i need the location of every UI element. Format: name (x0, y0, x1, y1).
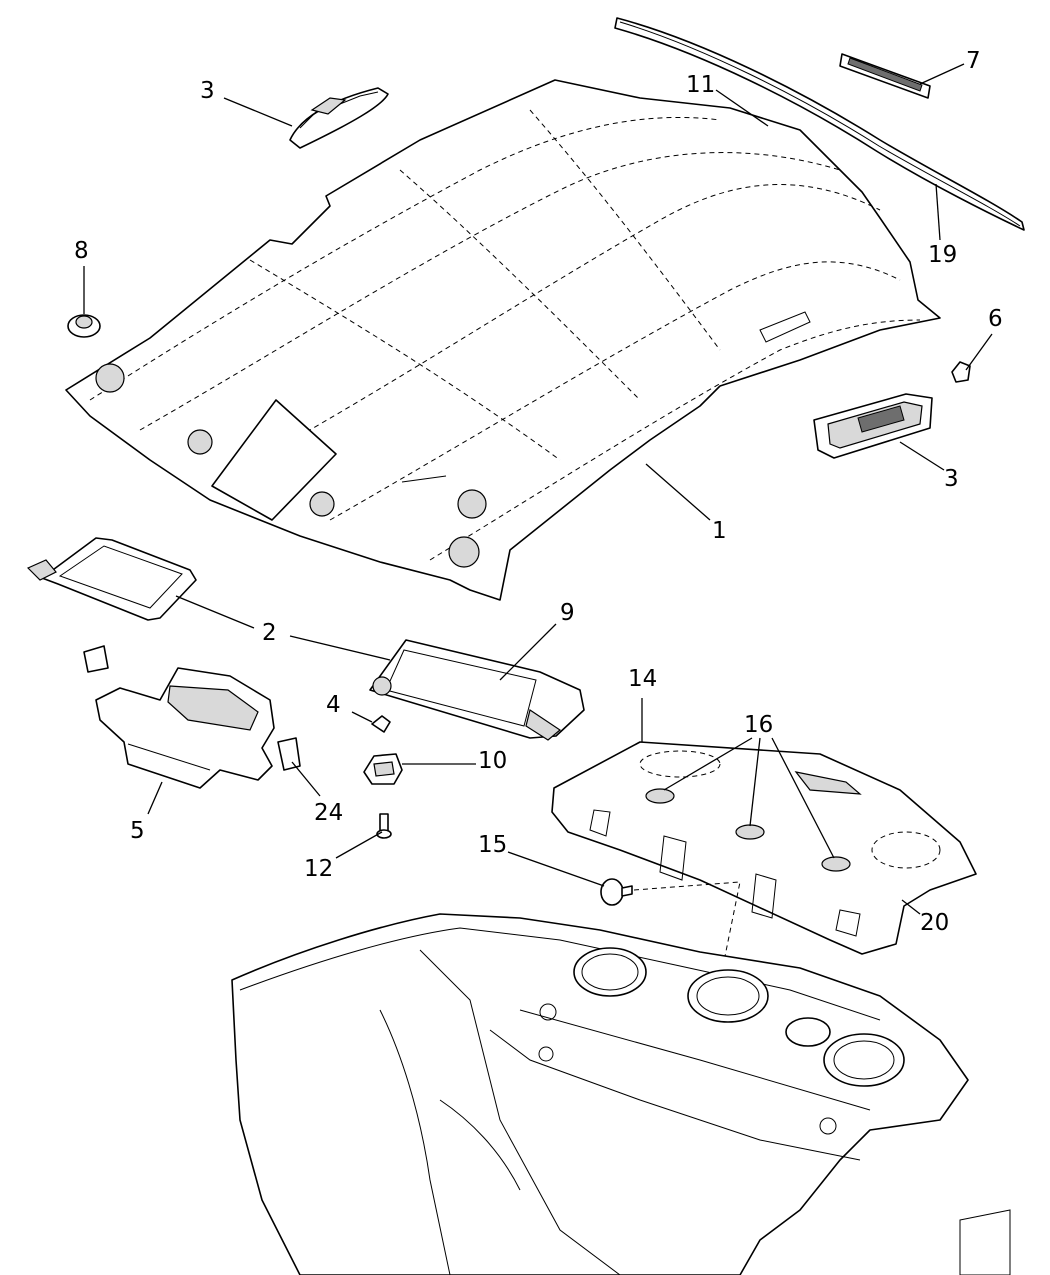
part-8-plug (67, 314, 101, 338)
part-5-module-bracket (83, 645, 275, 789)
part-2-sun-visor (26, 537, 197, 621)
part-3-grab-handle-top (289, 87, 389, 149)
callout-19: 19 (928, 242, 957, 268)
part-12-screw (376, 813, 392, 839)
vehicle-body-structure (231, 913, 1011, 1275)
callout-8: 8 (74, 238, 89, 264)
callout-12: 12 (304, 856, 333, 882)
callout-3-top: 3 (200, 78, 215, 104)
leader-lines (83, 63, 993, 915)
callout-9: 9 (560, 600, 575, 626)
callout-7: 7 (966, 48, 981, 74)
callout-24: 24 (314, 800, 343, 826)
callout-16: 16 (744, 712, 773, 738)
callout-1: 1 (712, 518, 727, 544)
callout-20: 20 (920, 910, 949, 936)
callout-11: 11 (686, 72, 715, 98)
part-1-headliner (65, 79, 941, 601)
part-4-clip (371, 715, 391, 733)
part-9-sun-visor (369, 639, 585, 741)
callout-labels: 3 11 7 8 19 6 3 1 2 9 14 16 4 10 5 24 12… (74, 48, 1003, 936)
part-20-rear-shelf (551, 741, 977, 955)
callout-4: 4 (326, 692, 341, 718)
part-6-clip (951, 361, 971, 383)
callout-5: 5 (130, 818, 145, 844)
callout-14: 14 (628, 666, 657, 692)
callout-3-right: 3 (944, 466, 959, 492)
part-10-visor-clip (363, 753, 403, 785)
part-15-push-pin (600, 878, 741, 1081)
part-19-molding-strip (614, 17, 1025, 231)
callout-10: 10 (478, 748, 507, 774)
callout-2: 2 (262, 620, 277, 646)
callout-6: 6 (988, 306, 1003, 332)
part-24-bracket (277, 737, 301, 771)
part-7-dome-lamp (839, 53, 931, 99)
callout-15: 15 (478, 832, 507, 858)
part-3-overhead-console (813, 393, 933, 459)
